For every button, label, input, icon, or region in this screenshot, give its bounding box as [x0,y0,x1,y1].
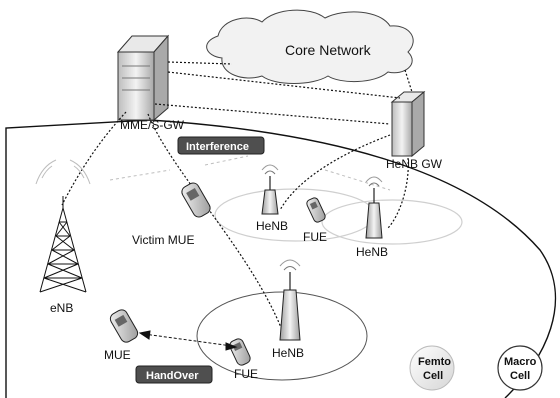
svg-text:Cell: Cell [510,370,530,382]
svg-text:Cell: Cell [423,370,443,382]
server-icon [116,34,170,122]
henb-top-left-label: HeNB [256,219,288,233]
femto-cell-legend: Femto Cell [409,345,455,391]
femto-cell-area-bottom [196,291,368,381]
fue-top-label: FUE [303,230,327,244]
femto-cell-area-top-right [321,199,463,245]
core-network-label: Core Network [285,42,372,58]
svg-text:Femto: Femto [418,356,451,368]
phone-icon [181,182,211,218]
macro-cell-boundary [5,119,557,398]
henb-gw-label: HeNB GW [386,157,443,171]
phone-icon [306,197,326,223]
victim-mue-label: Victim MUE [132,233,194,247]
signal-waves [35,155,391,191]
cloud-icon [206,9,414,84]
handover-badge: HandOver [135,365,213,384]
svg-text:Interference: Interference [186,141,249,153]
fue-bottom-label: FUE [234,367,258,381]
interference-badge: Interference [177,136,265,155]
enb-label: eNB [50,301,73,315]
henb-bottom-label: HeNB [272,346,304,360]
henb-top-right-label: HeNB [356,245,388,259]
handover-arrow [138,330,238,351]
backhaul-links [61,61,413,331]
macro-cell-legend: Macro Cell [497,345,543,391]
server-icon [390,90,426,158]
svg-text:HandOver: HandOver [146,370,199,382]
femto-cell-area-top-left [214,188,376,242]
antenna-icon [365,176,383,239]
phone-icon [109,309,139,343]
mme-sgw-label: MME/S-GW [120,118,185,132]
phone-icon [229,338,251,366]
mue-label: MUE [104,348,131,362]
antenna-icon [279,259,301,341]
antenna-icon [261,164,279,215]
tower-icon [39,196,87,293]
svg-text:Macro: Macro [504,356,537,368]
